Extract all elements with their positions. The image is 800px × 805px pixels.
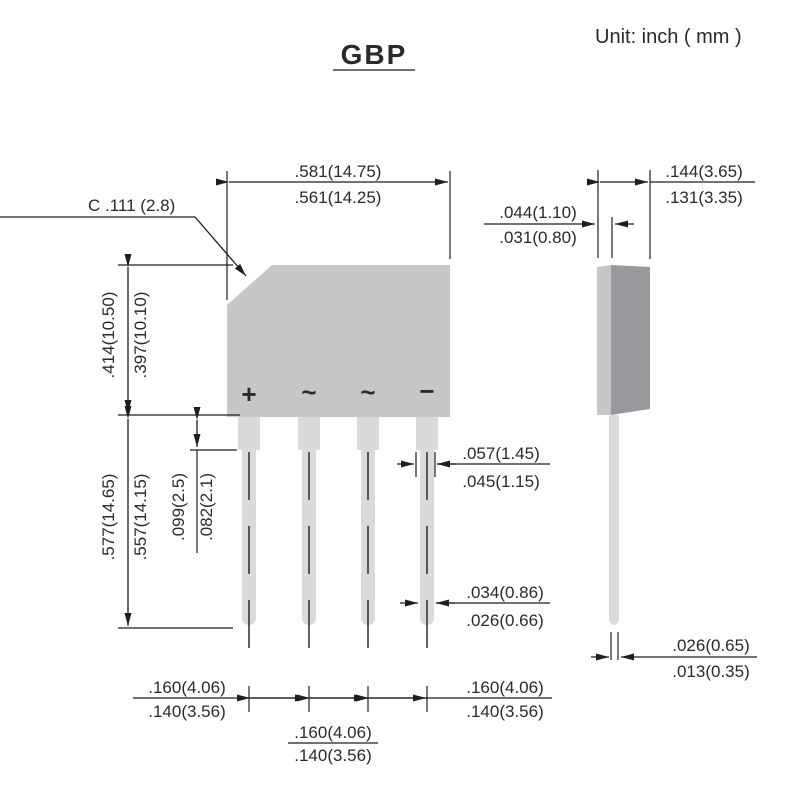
dim-pitch-center-min: .140(3.56) <box>294 746 372 765</box>
package-body-side-front-face <box>611 265 650 415</box>
dim-lead-width-max: .034(0.86) <box>466 583 544 602</box>
dim-body-height-min: .397(10.10) <box>131 292 150 379</box>
package-body-front <box>227 265 450 417</box>
dim-body-width-min: .561(14.25) <box>295 188 382 207</box>
side-lead-tip <box>609 611 619 625</box>
dim-pitch-right-max: .160(4.06) <box>466 678 544 697</box>
pin4-shoulder <box>416 417 438 450</box>
dim-shoulder-width-max: .057(1.45) <box>462 444 540 463</box>
dim-lead-thickness-max: .026(0.65) <box>672 636 750 655</box>
pin1-shoulder <box>238 417 260 450</box>
dim-lead-thickness-min: .013(0.35) <box>672 662 750 681</box>
pin3-shoulder <box>357 417 379 450</box>
terminal-ac2-symbol: ~ <box>360 377 375 407</box>
pins <box>242 450 434 625</box>
unit-label: Unit: inch ( mm ) <box>595 26 742 48</box>
front-dimensions: .581(14.75) .561(14.25) C .111 (2.8) .41… <box>0 162 552 765</box>
side-view <box>597 265 650 625</box>
side-dimensions: .144(3.65) .131(3.35) .044(1.10) .031(0.… <box>484 162 757 681</box>
dim-lead-offset-min: .031(0.80) <box>499 228 577 247</box>
dim-shoulder-length-min: .082(2.1) <box>197 473 216 541</box>
pin-centerlines <box>248 452 428 663</box>
dim-shoulder-length-max: .099(2.5) <box>169 473 188 541</box>
terminal-minus-symbol: − <box>419 376 434 406</box>
dim-lead-length-min: .557(14.15) <box>131 474 150 561</box>
terminal-symbols: + ~ ~ − <box>241 376 434 409</box>
front-view: + ~ ~ − <box>227 265 450 663</box>
dim-body-width-max: .581(14.75) <box>295 162 382 181</box>
package-body-side-left-face <box>597 265 611 415</box>
terminal-plus-symbol: + <box>241 379 256 409</box>
dim-pitch-left-min: .140(3.56) <box>148 702 226 721</box>
page-title: GBP <box>341 39 408 70</box>
dim-body-thickness-max: .144(3.65) <box>665 162 743 181</box>
dim-lead-offset-max: .044(1.10) <box>499 203 577 222</box>
dim-pitch-center-max: .160(4.06) <box>294 723 372 742</box>
terminal-ac1-symbol: ~ <box>301 377 316 407</box>
pin2-shoulder <box>298 417 320 450</box>
pin-shoulders <box>238 417 438 450</box>
dim-lead-width-min: .026(0.66) <box>466 611 544 630</box>
dim-body-thickness-min: .131(3.35) <box>665 188 743 207</box>
chamfer-leader-line <box>0 216 247 277</box>
dim-lead-length-max: .577(14.65) <box>99 474 118 561</box>
dim-chamfer-note: C .111 (2.8) <box>88 196 175 215</box>
side-lead <box>609 415 619 625</box>
dim-pitch-right-min: .140(3.56) <box>466 702 544 721</box>
title-block: GBP Unit: inch ( mm ) <box>333 26 742 71</box>
dim-body-height-max: .414(10.50) <box>99 292 118 379</box>
dim-pitch-left-max: .160(4.06) <box>148 678 226 697</box>
dim-shoulder-width-min: .045(1.15) <box>462 472 540 491</box>
side-lead-body <box>609 415 619 618</box>
